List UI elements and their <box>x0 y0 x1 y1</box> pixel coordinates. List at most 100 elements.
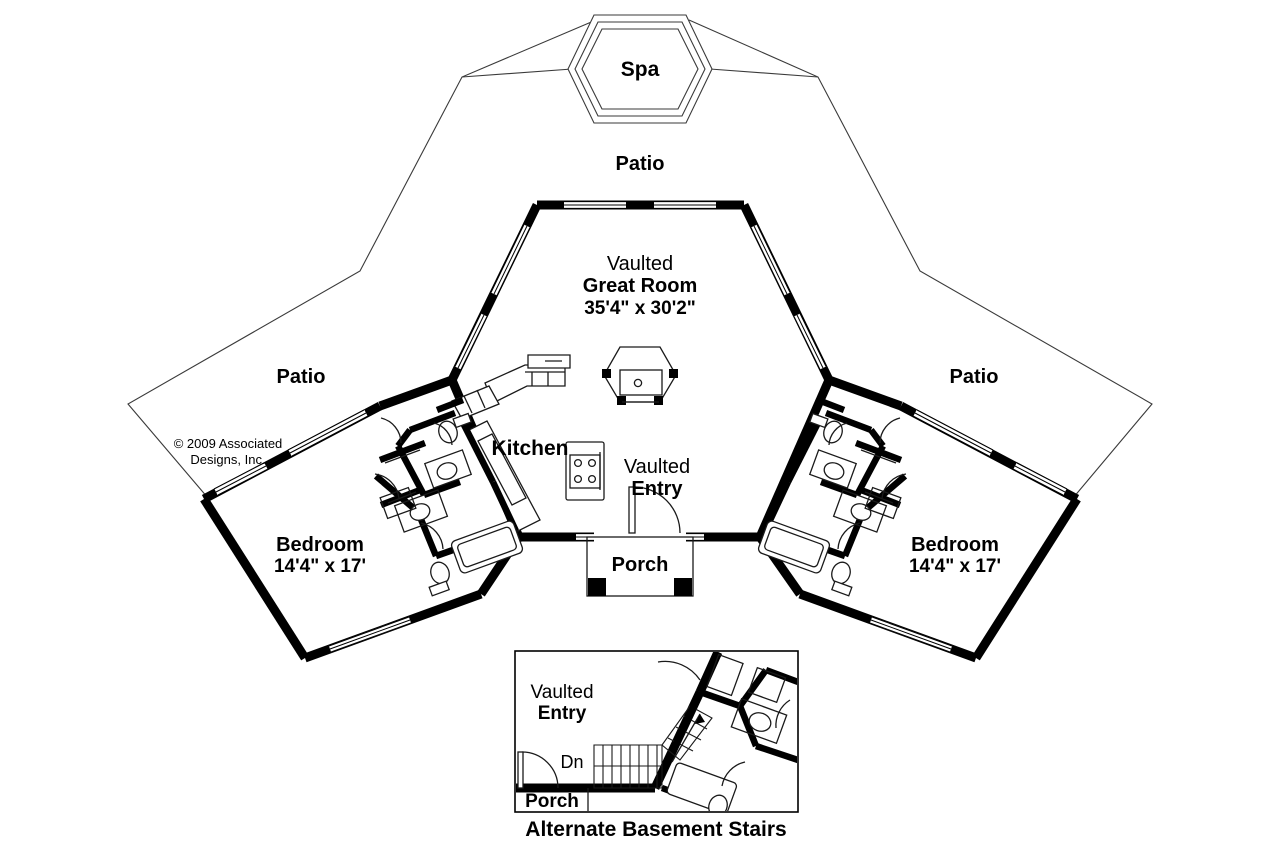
lw-part-5 <box>373 473 421 515</box>
window-lw-nw-2-a <box>213 462 265 490</box>
inset-right-detail <box>657 652 797 811</box>
inset-closet-1 <box>706 653 744 697</box>
window-ur-2-mullion <box>796 314 824 369</box>
linen-lw <box>379 486 417 520</box>
fireplace <box>602 346 678 405</box>
inset-part-1 <box>697 652 721 694</box>
window-rw-ne-1-m <box>914 412 992 454</box>
toilet-rw-2 <box>831 561 851 585</box>
window-ul-2-mullion <box>457 314 485 369</box>
kitchen-cabinets-angled <box>451 385 500 420</box>
window-lw-nw-1-a <box>287 409 365 451</box>
window-lw-nw-1-m <box>289 412 367 454</box>
inset-part-6 <box>754 742 797 764</box>
inset-sink <box>748 712 772 732</box>
window-lw-nw-2-m <box>215 465 267 493</box>
window-ul-1-frame-b <box>496 227 531 296</box>
left-wing-wall-w <box>200 496 309 661</box>
right-wing-fixtures <box>757 412 902 597</box>
window-rw-ne-1-a <box>916 409 994 451</box>
door-lw-2 <box>374 473 400 499</box>
left-wing-fixtures <box>379 412 524 597</box>
spa-hexagon-inner <box>581 28 699 110</box>
porch-structure <box>586 536 694 597</box>
inset-part-5 <box>736 704 760 748</box>
window-lw-s-1-b <box>330 622 412 653</box>
rw-part-9 <box>785 415 824 484</box>
window-ur-2-frame-b <box>799 313 827 367</box>
kitchen-island <box>464 420 541 532</box>
inset-entry-door-panel <box>517 751 524 789</box>
lw-part-1 <box>408 409 457 434</box>
window-ul-2-frame-b <box>460 316 488 370</box>
inset-door-b <box>775 699 791 729</box>
right-wing <box>756 375 1081 663</box>
door-rw-4 <box>828 422 848 446</box>
toilet-rw-2-tank <box>830 580 853 597</box>
patio-right-outline <box>688 19 1153 499</box>
inset-alternate-basement-stairs <box>514 650 799 813</box>
burner-4 <box>587 474 597 484</box>
door-lw-4 <box>433 422 453 446</box>
inset-part-7 <box>673 690 703 747</box>
left-wing-doors <box>374 417 453 550</box>
bathtub-left-inner <box>457 526 517 568</box>
burner-2 <box>587 458 597 468</box>
toilet-lw-2 <box>430 561 450 585</box>
window-rw-ne-1-b <box>912 415 990 457</box>
right-wing-doors <box>828 417 907 550</box>
porch-column-right <box>674 578 692 596</box>
inset-door-c <box>721 761 746 787</box>
counter-rw-1 <box>808 449 858 489</box>
rw-part-1 <box>824 409 873 434</box>
window-rw-ne-2-b <box>1012 468 1064 496</box>
rw-part-4 <box>854 439 903 464</box>
closet-rod-rw-2 <box>864 491 894 504</box>
window-lw-nw-2-b <box>217 468 269 496</box>
bathtub-right-inner <box>764 526 824 568</box>
closet-rod-lw-1 <box>384 449 421 464</box>
door-lw-1 <box>380 417 402 444</box>
fireplace-post-bl <box>617 396 626 405</box>
window-rw-s-1-a <box>871 616 953 647</box>
entry-door-swing <box>633 486 681 534</box>
spa-connector-left <box>461 68 573 78</box>
door-rw-2 <box>881 473 907 499</box>
window-ur-1-mullion <box>753 225 788 295</box>
door-rw-1 <box>879 417 901 444</box>
linen-rw <box>864 486 902 520</box>
inset-entry-door-swing <box>521 751 559 789</box>
kitchen-fixtures <box>451 354 605 532</box>
stair-arrow <box>671 713 701 763</box>
inset-closet-2 <box>747 666 787 704</box>
window-rw-ne-2-m <box>1014 465 1066 493</box>
kitchen-cab-div-2 <box>476 389 486 409</box>
fireplace-post-right <box>669 369 678 378</box>
great-room-walls <box>447 200 834 382</box>
door-rw-3 <box>837 522 861 550</box>
right-wing-wall-nw <box>827 375 903 411</box>
patio-outline-group <box>127 19 1153 499</box>
closet-rod-rw-1 <box>860 449 897 464</box>
fireplace-center <box>633 378 643 388</box>
inset-part-2 <box>698 688 742 710</box>
stair-upper-run <box>661 705 713 761</box>
right-wing-wall-e <box>972 496 1081 661</box>
lw-part-12 <box>435 396 465 414</box>
stair-upper-t1 <box>667 737 694 752</box>
lw-part-9 <box>457 415 496 484</box>
window-ul-2-frame-a <box>454 313 482 367</box>
window-rw-ne-2-a <box>1016 462 1068 490</box>
window-ur-1-frame-a <box>750 227 785 296</box>
left-wing <box>200 375 524 663</box>
window-rw-s-1-m <box>870 619 952 650</box>
toilet-lw-1-tank <box>452 412 473 429</box>
door-lw-3 <box>420 522 444 550</box>
sink-lw-1 <box>436 462 458 480</box>
entry-door-panel <box>628 486 636 534</box>
burner-1 <box>573 458 583 468</box>
porch-outline <box>586 536 694 597</box>
window-ur-1-frame-b <box>756 224 791 293</box>
